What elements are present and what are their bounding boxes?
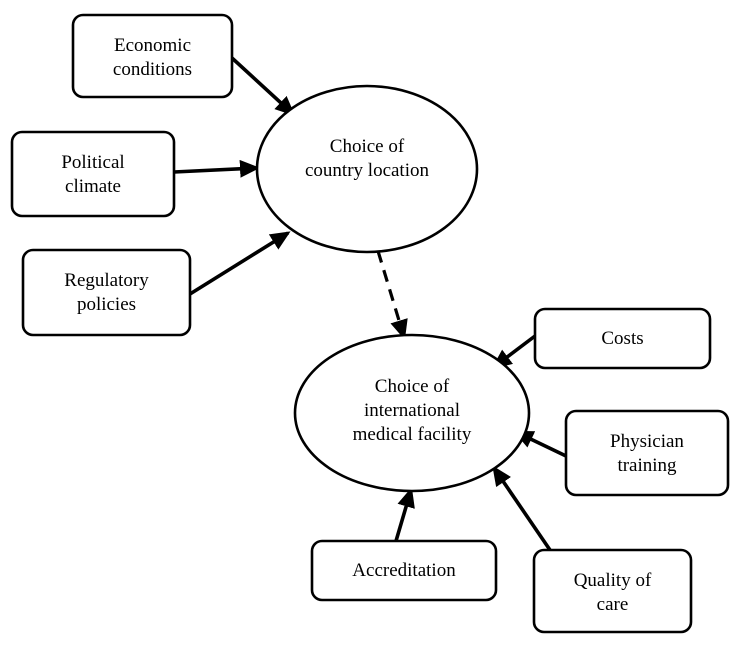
node-country-line2: country location	[305, 160, 429, 181]
node-accreditation-line1: Accreditation	[352, 560, 456, 581]
node-facility-line1: Choice of	[375, 376, 450, 397]
node-political-climate: Political climate	[10, 130, 176, 218]
node-physician-line1: Physician	[610, 431, 684, 452]
arrow-regulatory-to-country	[189, 231, 291, 296]
node-political-line1: Political	[61, 152, 124, 173]
node-facility-line2: international	[364, 400, 460, 421]
node-costs-line1: Costs	[601, 328, 643, 349]
node-regulatory-line1: Regulatory	[64, 270, 149, 291]
node-economic-line2: conditions	[113, 59, 192, 80]
node-economic-conditions: Economic conditions	[71, 13, 234, 99]
node-political-line2: climate	[65, 176, 121, 197]
node-country-line1: Choice of	[330, 136, 405, 157]
node-physician-line2: training	[617, 455, 677, 476]
node-quality-line2: care	[597, 594, 629, 615]
node-choice-of-international-medical-facility: Choice of international medical facility	[293, 333, 531, 493]
arrow-accreditation-to-facility	[394, 487, 415, 542]
node-economic-line1: Economic	[114, 35, 191, 56]
node-costs: Costs	[533, 307, 712, 370]
arrow-country-to-facility	[376, 250, 408, 340]
node-facility-line3: medical facility	[353, 424, 472, 445]
node-physician-training: Physician training	[564, 409, 730, 497]
node-quality-line1: Quality of	[574, 570, 652, 591]
node-accreditation: Accreditation	[310, 539, 498, 602]
arrow-political-to-country	[173, 159, 260, 178]
node-choice-of-country-location: Choice of country location	[255, 84, 479, 254]
node-quality-of-care: Quality of care	[532, 548, 693, 634]
arrow-economic-to-country	[230, 56, 296, 117]
node-regulatory-line2: policies	[77, 294, 136, 315]
node-regulatory-policies: Regulatory policies	[21, 248, 192, 337]
arrow-quality-to-facility	[492, 465, 552, 552]
